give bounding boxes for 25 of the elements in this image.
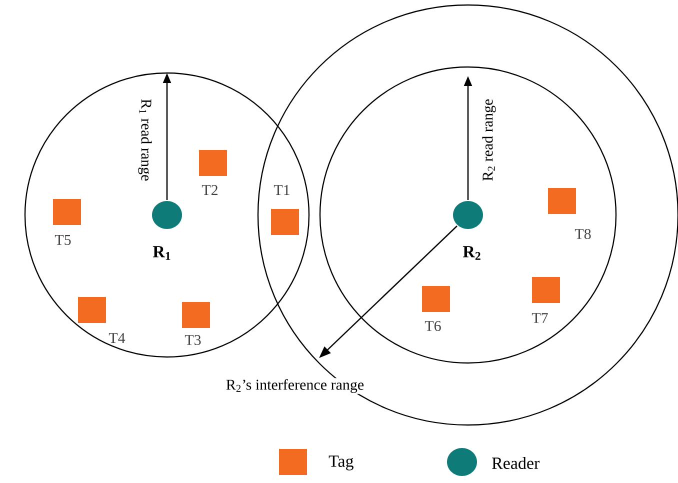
node-label: T2 [202,185,218,195]
tag: T4 [78,297,126,343]
node-label: R$_{2}$ [462,246,480,260]
node-label: T7 [532,313,548,323]
node-label: T8 [574,228,591,240]
node-label: T4 [108,333,126,343]
tag: T8 [548,188,591,240]
reader: R$_{1}$ [152,201,182,260]
legend-label: Tag [328,456,354,470]
tag: T2 [199,150,227,195]
tag: T5 [53,199,81,245]
node-label: T6 [424,320,441,332]
range-label: R$_{2}$’s interference range [224,378,366,394]
range-label: R$_{1}$ read range [138,99,152,181]
node-label: R$_{1}$ [152,246,170,260]
legend-label: Reader [492,457,540,469]
range-label: R$_{2}$ read range [482,99,496,181]
node-label: T5 [54,235,71,245]
tag: T1 [271,185,299,235]
tag: T6 [422,286,450,332]
tag: T3 [182,302,210,346]
node-label: T3 [184,334,201,346]
node-label: T1 [274,185,290,195]
reader: R$_{2}$ [453,201,483,260]
tag: T7 [532,277,560,323]
